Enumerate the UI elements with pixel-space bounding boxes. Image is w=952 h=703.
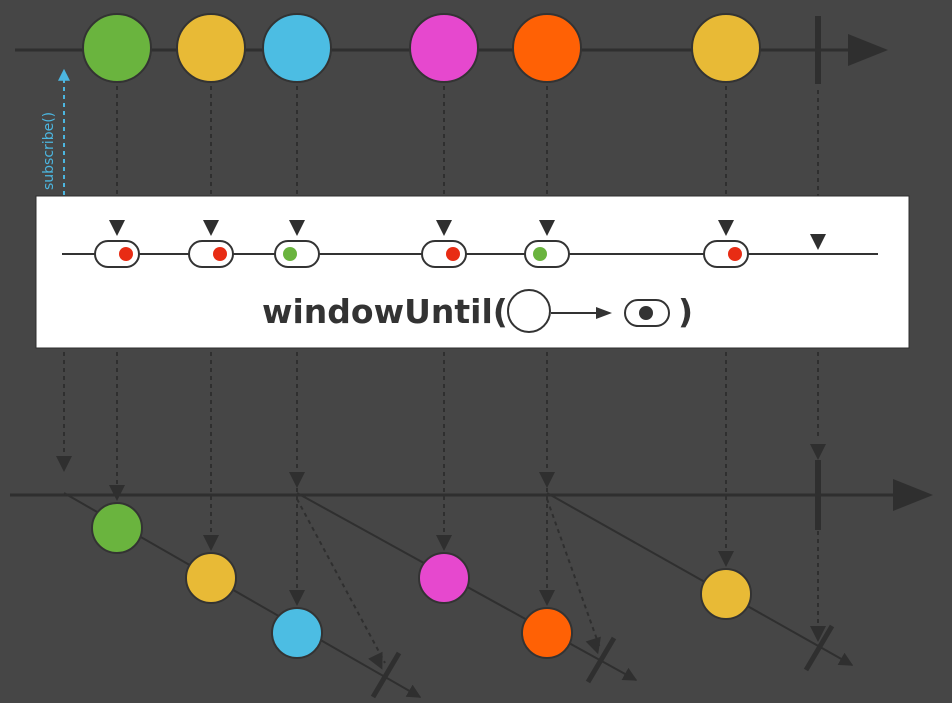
operator-box: windowUntil( ) (35, 195, 910, 349)
window-close-arrow-3 (810, 626, 826, 642)
window-close-arrow-1 (368, 651, 383, 670)
operator-arrows (109, 220, 826, 250)
result-axis-arrow (893, 479, 933, 511)
operator-arrow-4 (436, 220, 452, 236)
result-marble-2 (185, 552, 237, 604)
operator-arrow-3 (289, 220, 305, 236)
window-open-arrow-1 (56, 456, 72, 472)
signal-dot-5 (533, 247, 547, 261)
window-open-arrow-2 (289, 472, 305, 488)
window-complete-slash-2 (585, 636, 617, 684)
operator-arrow-1 (109, 220, 125, 236)
legend-window-dot (639, 306, 653, 320)
result-marble-3 (271, 607, 323, 659)
legend-input-circle (507, 289, 551, 333)
source-axis-arrow (848, 34, 888, 66)
source-marble-1 (82, 13, 152, 83)
result-timeline (10, 460, 933, 530)
operator-arrow-6 (718, 220, 734, 236)
signal-dot-6 (728, 247, 742, 261)
result-marble-1 (91, 502, 143, 554)
result-drop-arrow-1 (109, 485, 125, 501)
result-drop-arrow-5 (539, 590, 555, 606)
signal-dot-2 (213, 247, 227, 261)
source-marble-4 (409, 13, 479, 83)
completion-operator-arrow (810, 234, 826, 250)
result-drop-arrow-2 (203, 535, 219, 551)
legend-arrow-head (596, 307, 612, 319)
window-line-3 (546, 492, 854, 666)
signal-dot-4 (446, 247, 460, 261)
window-complete-slash-3 (803, 624, 835, 672)
result-marble-4 (418, 552, 470, 604)
result-drop-arrow-4 (436, 535, 452, 551)
operator-close: ) (678, 292, 693, 331)
completion-result-arrow (810, 444, 826, 460)
source-marble-2 (176, 13, 246, 83)
window-close-drop-1 (296, 498, 386, 664)
signal-dot-1 (119, 247, 133, 261)
window-close-drop-2 (546, 498, 601, 649)
subscribe-label: subscribe() (41, 112, 57, 190)
result-marble-5 (521, 607, 573, 659)
result-drop-arrow-3 (289, 590, 305, 606)
source-marble-5 (512, 13, 582, 83)
result-marble-6 (700, 568, 752, 620)
subscribe-indicator: subscribe() (41, 68, 70, 195)
window-close-arrow-2 (585, 636, 601, 655)
source-marbles (82, 13, 761, 83)
operator-arrow-2 (203, 220, 219, 236)
source-marble-3 (262, 13, 332, 83)
operator-arrow-5 (539, 220, 555, 236)
signal-dot-3 (283, 247, 297, 261)
source-marble-6 (691, 13, 761, 83)
window-complete-slash-1 (370, 651, 402, 699)
result-drops (56, 352, 826, 606)
signal-pills (94, 240, 749, 268)
operator-rect (35, 195, 910, 349)
result-drop-arrow-6 (718, 551, 734, 567)
windows (63, 492, 854, 699)
operator-label: windowUntil( (262, 292, 508, 331)
window-open-arrow-3 (539, 472, 555, 488)
